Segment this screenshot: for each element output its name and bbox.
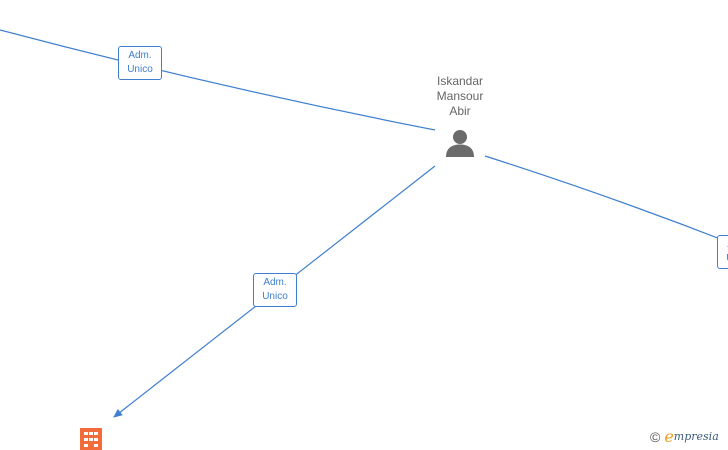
brand-logo-initial: e (664, 427, 674, 446)
person-node[interactable]: Iskandar Mansour Abir (412, 74, 508, 157)
person-name: Iskandar Mansour Abir (412, 74, 508, 119)
person-icon (446, 130, 474, 157)
edge-label-to-company[interactable]: Adm. Unico (253, 273, 297, 307)
edge-label-line-2: Unico (718, 252, 728, 266)
person-name-line-3: Abir (449, 104, 471, 118)
edge-line-top-left (0, 29, 436, 131)
edge-label-line-1: Adm. (718, 238, 728, 252)
company-node[interactable] (80, 428, 102, 450)
edge-line-right (484, 155, 728, 243)
copyright-icon: © (650, 429, 661, 445)
brand-watermark: © e mpresia (650, 427, 719, 446)
edge-label-line-2: Unico (262, 291, 288, 302)
edge-label-right[interactable]: Adm. Unico (717, 235, 728, 269)
brand-logo-text: mpresia (673, 430, 719, 443)
edge-label-line-1: Adm. (263, 277, 287, 288)
edge-label-line-1: Adm. (128, 50, 152, 61)
person-name-line-2: Mansour (436, 89, 484, 103)
person-name-line-1: Iskandar (436, 74, 484, 88)
building-icon (80, 428, 102, 450)
edge-label-line-2: Unico (127, 64, 153, 75)
edge-label-top-left[interactable]: Adm. Unico (118, 46, 162, 80)
